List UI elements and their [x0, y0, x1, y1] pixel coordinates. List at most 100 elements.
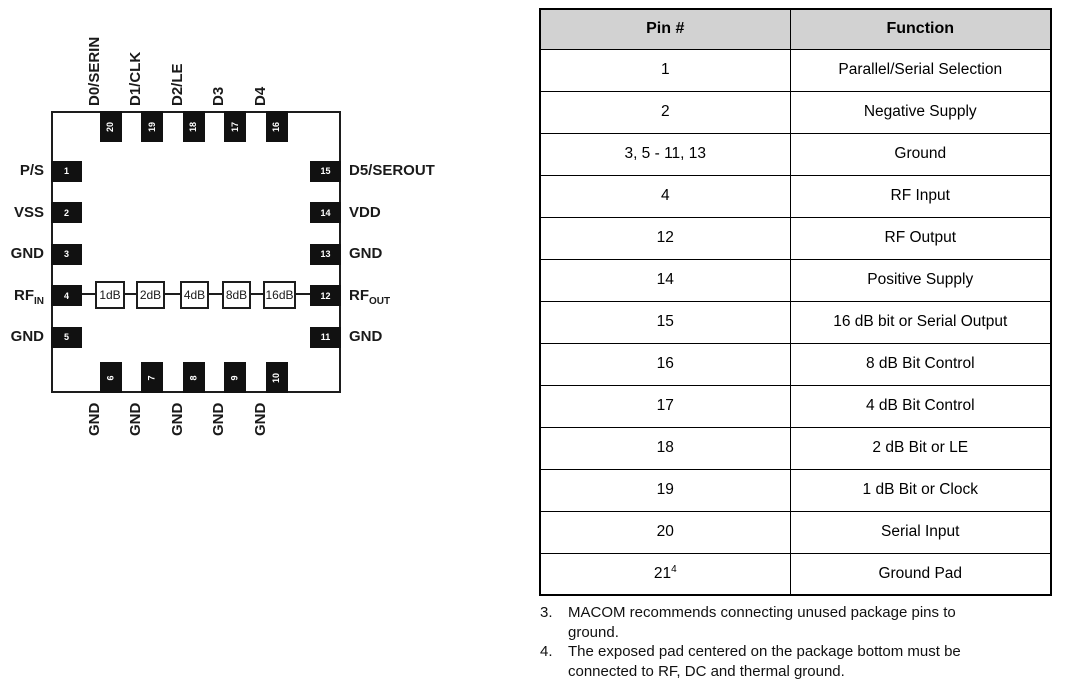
pin-pad-1: 1 — [51, 160, 82, 182]
footnote-number: 4. — [540, 643, 553, 660]
attenuator-block-16dB: 16dB — [263, 281, 296, 309]
function-cell: Serial Input — [789, 510, 1052, 554]
footnote-text: The exposed pad centered on the package … — [568, 643, 961, 680]
pin-pad-14: 14 — [310, 202, 341, 223]
function-cell: RF Input — [789, 174, 1052, 218]
pin-label-13: GND — [349, 245, 383, 262]
pin-pad-20: 20 — [99, 111, 122, 142]
pin-pad-9: 9 — [224, 362, 246, 393]
pin-number: 17 — [229, 121, 240, 132]
pin-label-17: D3 — [210, 86, 227, 106]
pin-pad-19: 19 — [141, 111, 163, 142]
pin-label-18: D2/LE — [168, 63, 186, 106]
attenuator-block-8dB: 8dB — [222, 281, 251, 309]
function-cell: 2 dB Bit or LE — [789, 426, 1052, 470]
pin-pad-5: 5 — [51, 326, 82, 348]
pin-pad-16: 16 — [265, 111, 288, 142]
pin-number: 1 — [63, 166, 69, 176]
pin-label-subscript: IN — [34, 295, 44, 307]
pin-cell: 15 — [539, 300, 791, 344]
pin-pad-11: 11 — [310, 326, 341, 348]
footnote-reference: 4 — [671, 563, 677, 575]
pin-pad-7: 7 — [141, 362, 163, 393]
pin-pad-10: 10 — [265, 362, 288, 393]
pin-number: 19 — [146, 121, 157, 132]
pin-cell: 16 — [539, 342, 791, 386]
chip-package-outline — [51, 111, 341, 393]
pin-label-9: GND — [210, 402, 227, 436]
pin-label-8: GND — [168, 402, 186, 436]
pin-cell: 4 — [539, 174, 791, 218]
pin-pad-12: 12 — [310, 285, 341, 306]
pin-cell: 18 — [539, 426, 791, 470]
function-cell: Parallel/Serial Selection — [789, 48, 1052, 92]
pin-number: 18 — [188, 121, 199, 132]
pin-number: 16 — [271, 121, 282, 132]
pin-cell: 19 — [539, 468, 791, 512]
attenuator-block-2dB: 2dB — [136, 281, 165, 309]
pin-number: 15 — [320, 166, 331, 176]
pin-cell: 1 — [539, 48, 791, 92]
pin-cell: 2 — [539, 90, 791, 134]
function-cell: 1 dB Bit or Clock — [789, 468, 1052, 512]
pin-label-subscript: OUT — [369, 295, 391, 307]
col-header-function: Function — [789, 8, 1052, 50]
pin-number: 10 — [271, 372, 282, 383]
pin-label-16: D4 — [251, 86, 269, 106]
pin-label-2: VSS — [13, 203, 44, 221]
pin-cell: 214 — [539, 552, 791, 596]
pin-pad-3: 3 — [51, 243, 82, 265]
col-header-pin: Pin # — [539, 8, 791, 50]
function-cell: RF Output — [789, 216, 1052, 260]
pin-label-15: D5/SEROUT — [349, 162, 435, 179]
pin-label-12: RFOUT — [349, 286, 391, 307]
pin-number: 6 — [105, 374, 116, 381]
pin-cell: 3, 5 - 11, 13 — [539, 132, 791, 176]
function-cell: Positive Supply — [789, 258, 1052, 302]
pin-number: 2 — [63, 207, 69, 218]
pin-pad-4: 4 — [51, 285, 82, 306]
footnote-text: MACOM recommends connecting unused packa… — [568, 604, 956, 641]
pin-label-6: GND — [85, 402, 103, 436]
function-cell: Ground Pad — [789, 552, 1052, 596]
pin-number: 20 — [105, 121, 116, 132]
pin-number: 4 — [63, 290, 69, 301]
function-cell: 8 dB Bit Control — [789, 342, 1052, 386]
pin-number: 5 — [63, 332, 69, 342]
pin-label-19: D1/CLK — [127, 51, 144, 106]
function-cell: Negative Supply — [789, 90, 1052, 134]
function-cell: 16 dB bit or Serial Output — [789, 300, 1052, 344]
footnote-number: 3. — [540, 604, 553, 621]
footnote-item-4: 4. The exposed pad centered on the packag… — [540, 642, 1040, 681]
pin-pad-18: 18 — [182, 111, 205, 142]
pin-label-5: GND — [10, 328, 44, 345]
pin-number: 13 — [320, 249, 331, 259]
pin-label-7: GND — [127, 402, 144, 436]
attenuator-block-4dB: 4dB — [180, 281, 209, 309]
pin-cell: 20 — [539, 510, 791, 554]
pin-cell: 14 — [539, 258, 791, 302]
function-cell: Ground — [789, 132, 1052, 176]
pin-pad-6: 6 — [99, 362, 122, 393]
pin-label-10: GND — [251, 402, 269, 436]
pin-label-11: GND — [349, 328, 383, 345]
pin-number: 12 — [320, 290, 331, 301]
function-cell: 4 dB Bit Control — [789, 384, 1052, 428]
pin-pad-17: 17 — [224, 111, 246, 142]
pin-number: 3 — [63, 249, 69, 259]
pin-cell: 12 — [539, 216, 791, 260]
footnotes: 3. MACOM recommends connecting unused pac… — [540, 603, 1040, 681]
pin-pad-15: 15 — [310, 160, 341, 182]
pin-number: 14 — [320, 207, 331, 218]
